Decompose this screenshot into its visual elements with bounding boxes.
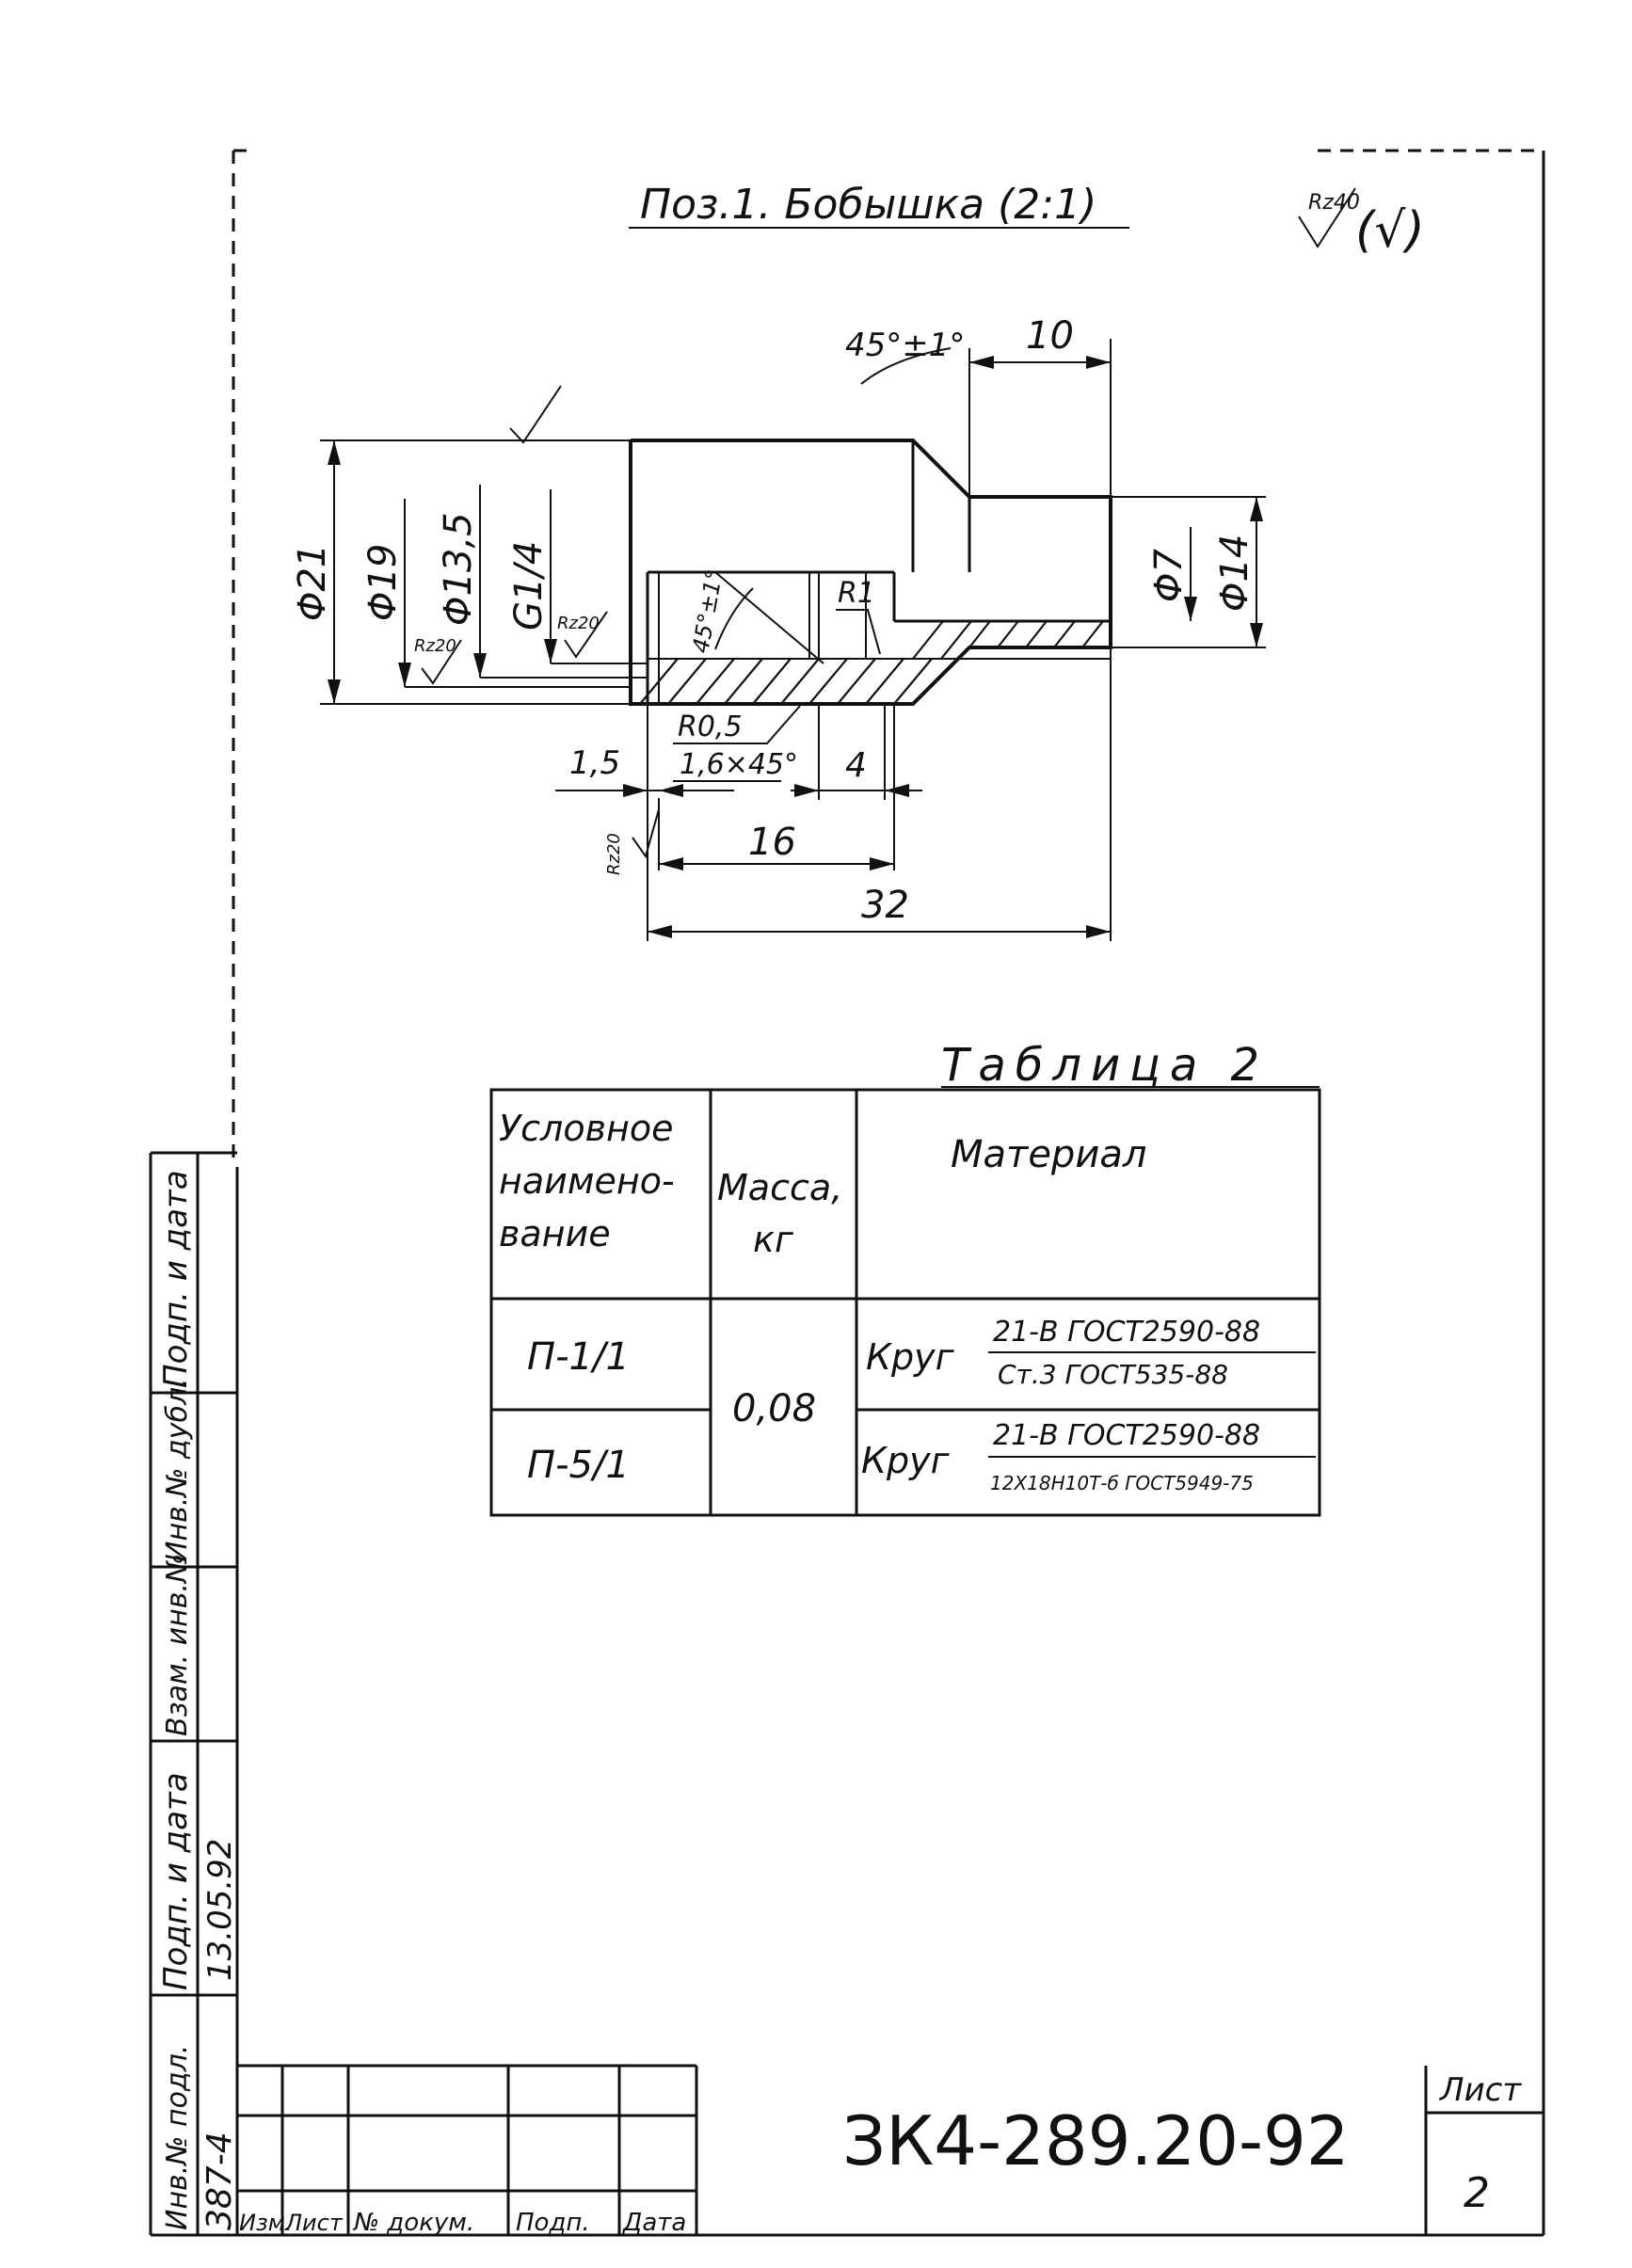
angle-arc-top xyxy=(860,347,952,385)
dim-d7: Φ7 xyxy=(1147,549,1191,602)
sheet-number: 2 xyxy=(1464,2169,1490,2217)
row-1-name: П-1/1 xyxy=(527,1335,630,1379)
arrow-16-left xyxy=(659,857,683,870)
roughness-bracket: (√) xyxy=(1355,202,1425,259)
row-2-material-bottom: 12Х18Н10Т-б ГОСТ5949-75 xyxy=(990,1472,1254,1494)
dim-1-5: 1,5 xyxy=(569,744,620,782)
row-1-material-top: 21-В ГОСТ2590-88 xyxy=(993,1316,1260,1349)
tb-col-label-5: Дата xyxy=(622,2209,686,2237)
arrow-32-left xyxy=(648,925,672,938)
stamp-date-value: 13.05.92 xyxy=(201,1839,239,1981)
row-2-name: П-5/1 xyxy=(527,1444,630,1487)
dim-chamfer: 1,6×45° xyxy=(680,748,798,781)
dim-d14: Φ14 xyxy=(1213,535,1256,612)
angle-arc-inner xyxy=(714,587,754,650)
part-drawing: 45°±1° 10 Φ21 Φ19 Rz20 Φ13,5 G1/4 Rz20 xyxy=(291,314,1266,941)
dim-32: 32 xyxy=(861,884,909,927)
dim-d19: Φ19 xyxy=(361,544,405,621)
doc-number: ЗК4-289.20-92 xyxy=(842,2101,1350,2180)
section-hatching xyxy=(639,620,1104,705)
dim-g14: G1/4 xyxy=(507,541,551,631)
leader-r05 xyxy=(673,705,801,744)
arrow-10-right xyxy=(1086,356,1111,369)
rz20-c: Rz20 xyxy=(604,833,624,875)
materials-table: Таблица 2 Условное наимено- вание Масса,… xyxy=(489,1039,1321,1517)
detail-title: Поз.1. Бобышка (2:1) xyxy=(640,181,1096,229)
roughness-check-icon xyxy=(1298,187,1356,248)
general-roughness-mark: Rz40 (√) xyxy=(1298,187,1425,259)
stamp-inv-value: 387-4 xyxy=(200,2132,239,2230)
arrow-d7 xyxy=(1184,597,1197,621)
header-name-3: вание xyxy=(499,1213,611,1254)
title-block: Изм. Лист № докум. Подп. Дата ЗК4-289.20… xyxy=(237,2064,1544,2237)
stamp-label-1: Подп. и дата xyxy=(157,1170,195,1388)
stamp-label-3: Взам. инв.№ xyxy=(161,1554,194,1736)
sheet-frame xyxy=(151,149,1545,2237)
table-border xyxy=(489,1088,1321,1517)
header-name-1: Условное xyxy=(499,1108,673,1149)
row-2-material-top: 21-В ГОСТ2590-88 xyxy=(993,1419,1260,1452)
roughness-c-icon xyxy=(632,808,660,859)
dim-r1: R1 xyxy=(838,577,875,610)
stamp-label-5: Инв.№ подл. xyxy=(161,2045,194,2230)
sheet-label: Лист xyxy=(1438,2071,1522,2109)
dim-d13-5: Φ13,5 xyxy=(437,512,480,626)
roughness-a-icon xyxy=(421,639,462,685)
header-mass-1: Масса, xyxy=(717,1167,842,1208)
dim-10: 10 xyxy=(1026,314,1074,358)
header-mass-2: кг xyxy=(753,1219,794,1260)
roughness-b-icon xyxy=(564,611,608,659)
rz20-a: Rz20 xyxy=(414,636,456,656)
stamp-label-2: Инв.№ дубл. xyxy=(161,1378,194,1562)
dim-16: 16 xyxy=(748,821,796,864)
roughness-top-icon xyxy=(509,385,562,444)
arrow-d14-top xyxy=(1250,497,1263,521)
stamp-label-4: Подп. и дата xyxy=(157,1772,195,1990)
arrow-d19 xyxy=(398,663,411,687)
dim-angle-top: 45°±1° xyxy=(845,327,965,364)
tb-col-label-4: Подп. xyxy=(516,2209,590,2237)
row-1-prefix: Круг xyxy=(866,1336,955,1378)
drill-cone xyxy=(714,571,824,664)
tb-col-label-1: Изм. xyxy=(239,2210,292,2236)
tb-col-label-3: № докум. xyxy=(352,2209,474,2237)
arrow-1-5-a xyxy=(623,784,648,797)
arrow-d13 xyxy=(473,653,487,678)
dim-d21: Φ21 xyxy=(291,544,334,621)
side-stamp: Подп. и дата Инв.№ дубл. Взам. инв.№ Под… xyxy=(149,1151,239,2235)
arrow-10-left xyxy=(969,356,994,369)
arrow-g14 xyxy=(544,639,557,663)
arrow-d21-top xyxy=(328,440,341,465)
arrow-32-right xyxy=(1086,925,1111,938)
mass-value: 0,08 xyxy=(732,1387,816,1430)
tb-col-label-2: Лист xyxy=(284,2210,344,2236)
arrow-d21-bottom xyxy=(328,679,341,704)
header-material: Материал xyxy=(951,1133,1146,1176)
dim-4: 4 xyxy=(845,746,867,785)
arrow-d14-bottom xyxy=(1250,623,1263,647)
arrow-4-a xyxy=(794,784,819,797)
arrow-4-b xyxy=(885,784,909,797)
header-name-2: наимено- xyxy=(499,1160,675,1202)
table-caption: Таблица 2 xyxy=(941,1039,1269,1092)
arrow-16-right xyxy=(870,857,894,870)
row-1-material-bottom: Ст.3 ГОСТ535-88 xyxy=(998,1359,1228,1390)
dim-angle-inner: 45°±1° xyxy=(687,567,728,655)
rz20-b: Rz20 xyxy=(557,614,600,633)
arrow-1-5-b xyxy=(659,784,683,797)
leader-r1 xyxy=(836,609,881,655)
dim-r05: R0,5 xyxy=(678,711,743,743)
row-2-prefix: Круг xyxy=(861,1440,951,1481)
